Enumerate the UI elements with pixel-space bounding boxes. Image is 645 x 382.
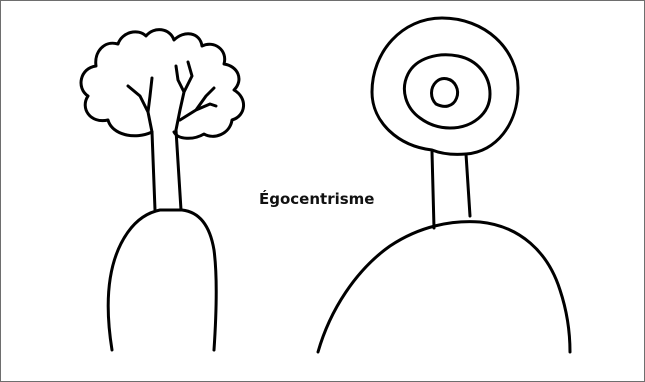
eye-pupil bbox=[432, 79, 458, 107]
tree-crown bbox=[81, 30, 244, 139]
tree-trunk bbox=[152, 130, 181, 210]
tree-branches bbox=[128, 62, 216, 132]
eye-middle-ring bbox=[404, 55, 490, 128]
hill-left bbox=[108, 210, 216, 350]
tree-on-hill bbox=[81, 30, 244, 350]
eye-stalk bbox=[432, 152, 470, 228]
eye-on-hill bbox=[318, 18, 570, 352]
caption-egocentrisme: Égocentrisme bbox=[259, 190, 374, 208]
hill-right bbox=[318, 222, 570, 352]
eye-outer-ring bbox=[372, 18, 518, 154]
